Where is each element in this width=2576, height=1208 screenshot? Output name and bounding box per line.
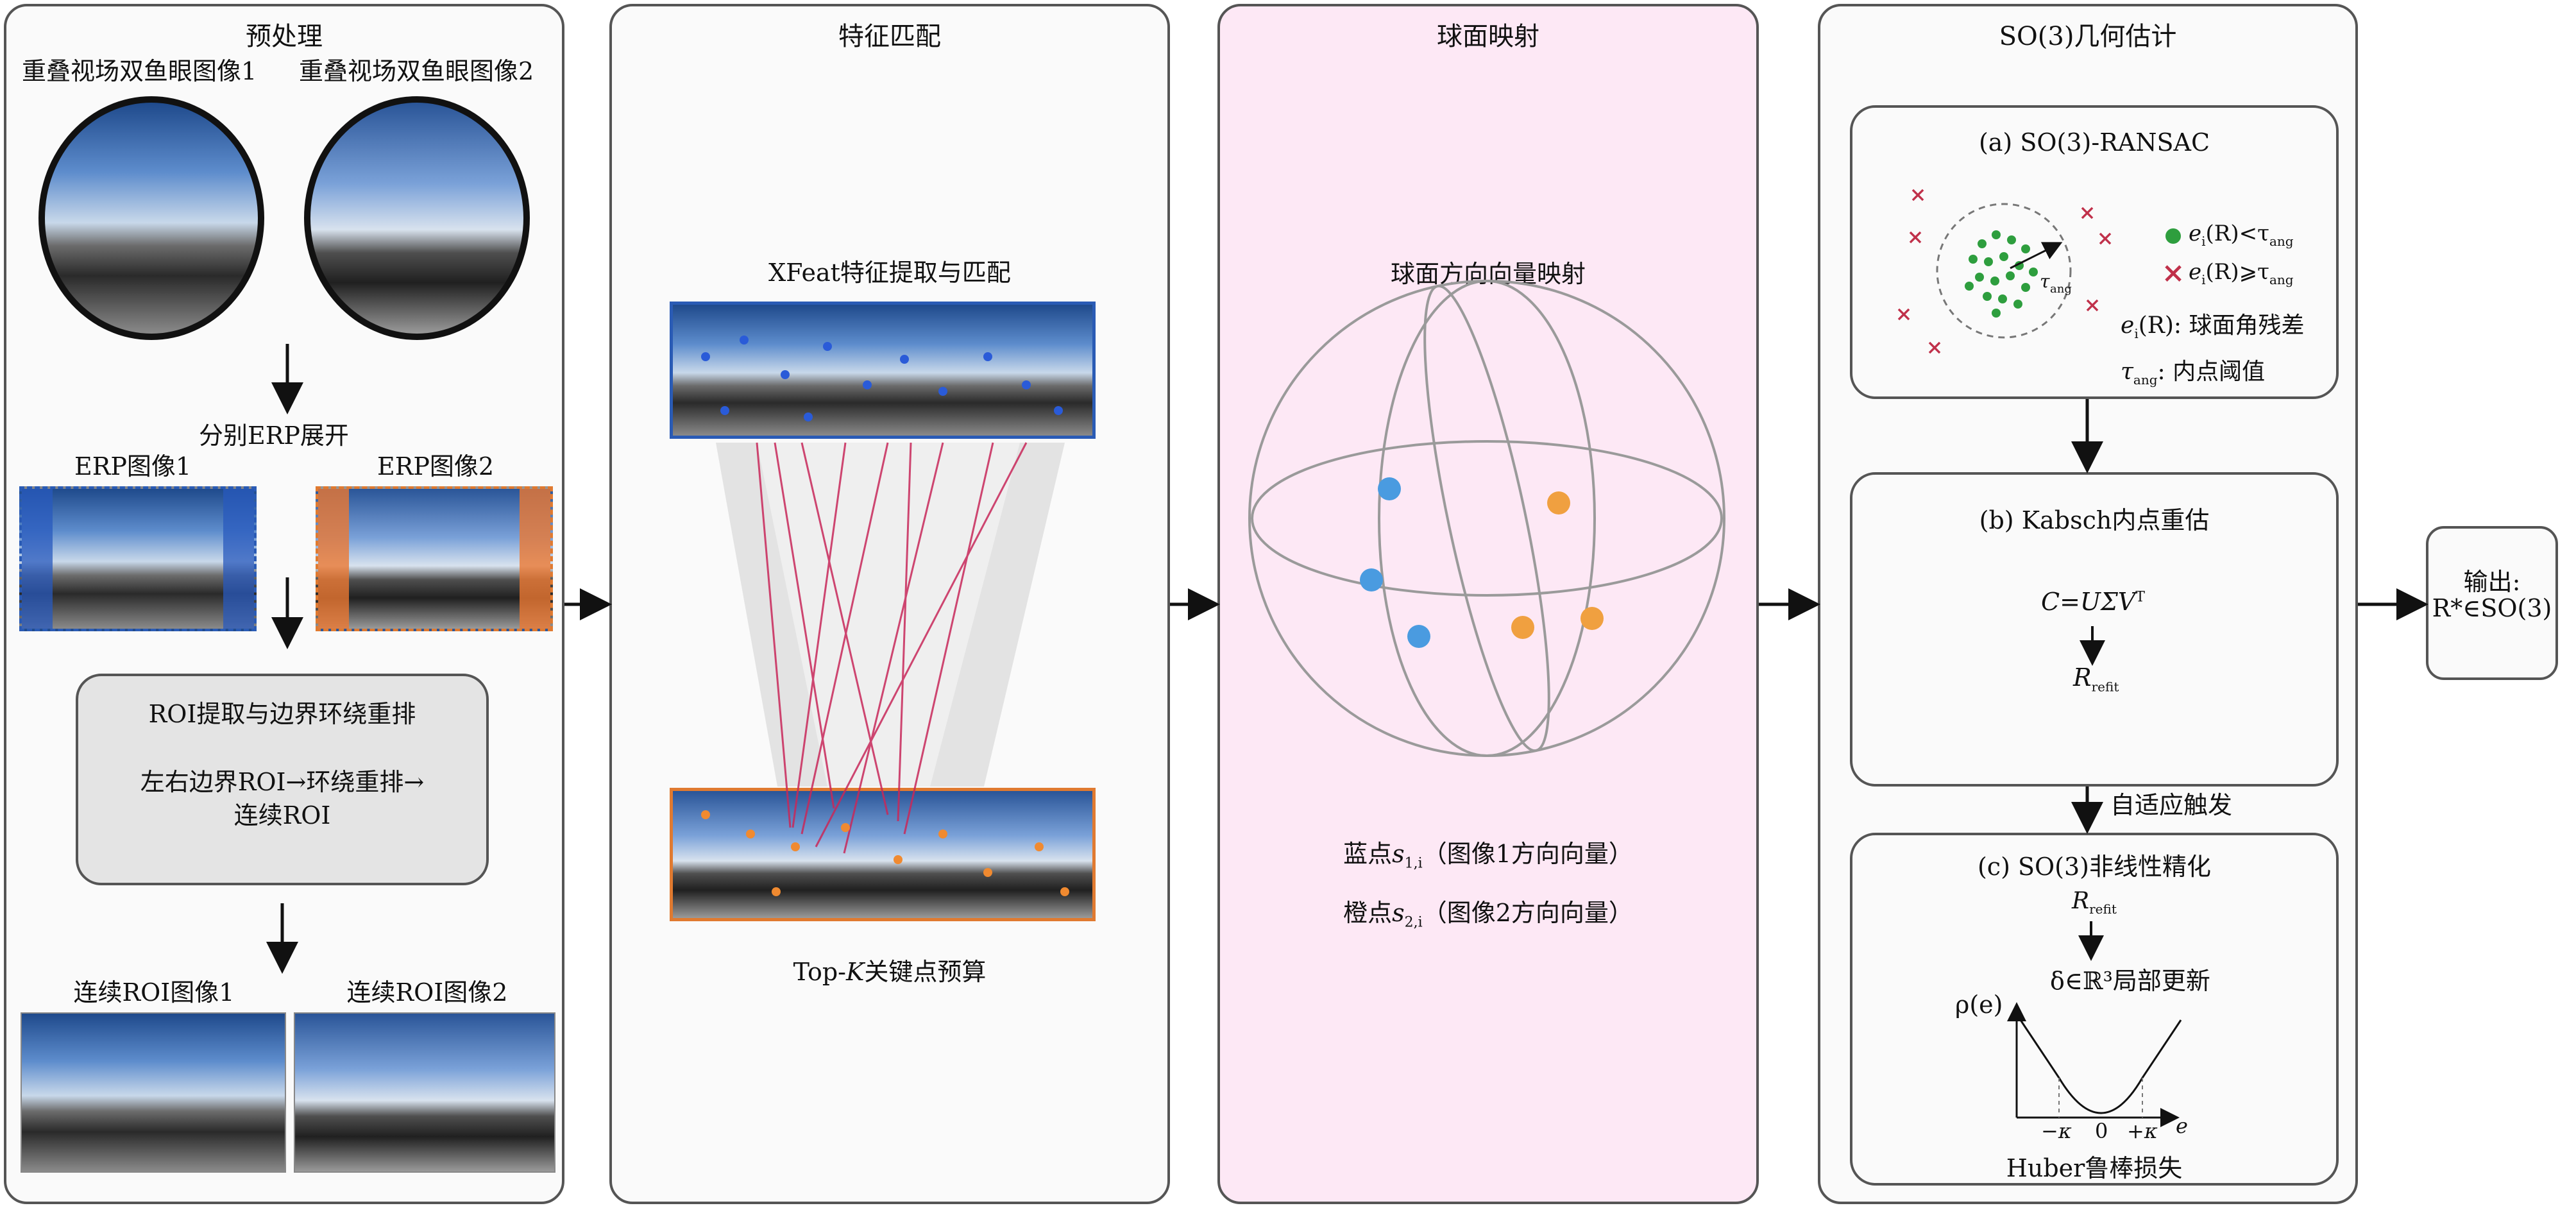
orange-point-caption: 橙点s2,i（图像2方向向量） (1217, 893, 1759, 931)
fisheye1-label: 重叠视场双鱼眼图像1 (22, 57, 257, 85)
delta-update-label: δ∈ℝ³局部更新 (2050, 967, 2210, 995)
refine-box (1850, 833, 2339, 1186)
refine-title: (c) SO(3)非线性精化 (1977, 853, 2212, 881)
kabsch-title: (b) Kabsch内点重估 (1979, 506, 2210, 534)
sphere-subtitle: 球面方向向量映射 (1390, 260, 1586, 288)
sphere-title: 球面映射 (1437, 22, 1539, 51)
pos-kappa-label: +κ (2127, 1119, 2158, 1143)
e-axis-label: e (2176, 1114, 2188, 1138)
legend-outlier-e: e (2189, 259, 2202, 285)
kabsch-sup: T (2135, 589, 2145, 606)
erp-image-2 (316, 486, 553, 631)
topk-prefix: Top- (793, 958, 847, 986)
legend-outlier-rest: (R)⩾τ (2205, 259, 2269, 285)
kabsch-equation: C=UΣVT (2041, 588, 2145, 616)
kabsch-r-sub: refit (2091, 679, 2119, 695)
legend-inlier-rest: (R)<τ (2205, 221, 2269, 246)
roi2-label: 连续ROI图像2 (346, 978, 508, 1007)
blue-point-caption: 蓝点s1,i（图像1方向向量） (1217, 834, 1759, 872)
roi-box-line1: 左右边界ROI→环绕重排→ (140, 768, 425, 796)
roi-extraction-box (76, 674, 489, 885)
orange-var: s (1392, 899, 1405, 927)
topk-var: K (846, 958, 865, 986)
output-line1: 输出: (2463, 568, 2521, 596)
erp-image-1 (19, 486, 257, 631)
legend-outlier-sub: i (2201, 271, 2206, 287)
neg-kappa-label: −κ (2041, 1119, 2072, 1143)
threshold-sub: ang (2133, 372, 2158, 388)
residual-definition: ei(R): 球面角残差 (2121, 307, 2305, 341)
kabsch-eq: C=UΣV (2041, 588, 2136, 616)
blue-var: s (1392, 840, 1405, 868)
match-image-bottom (670, 788, 1096, 921)
legend-inlier-ang: ang (2269, 233, 2294, 249)
blue-suffix: （图像1方向向量） (1422, 840, 1633, 868)
output-box (2426, 526, 2558, 680)
orange-sub: 2,i (1404, 914, 1423, 931)
topk-label: Top-K关键点预算 (609, 952, 1170, 987)
erp1-label: ERP图像1 (74, 452, 192, 481)
legend-inlier-e: e (2189, 221, 2202, 246)
legend-outlier: ei(R)⩾τang (2189, 259, 2294, 287)
refine-r: R (2072, 888, 2090, 914)
fisheye-image-1 (38, 96, 264, 340)
unfold-label: 分别ERP展开 (199, 421, 349, 450)
huber-label: Huber鲁棒损失 (2006, 1154, 2183, 1182)
preprocess-title: 预处理 (246, 22, 323, 51)
threshold-tau: τ (2121, 359, 2133, 385)
matching-panel: 特征匹配 (609, 4, 1170, 1204)
threshold-definition: τang: 内点阈值 (2121, 353, 2265, 387)
fisheye-image-2 (304, 96, 530, 340)
match-image-top (670, 302, 1096, 439)
roi-box-line2: 连续ROI (233, 801, 331, 829)
ransac-box (1850, 105, 2339, 399)
kabsch-box (1850, 472, 2339, 787)
roi-image-1 (21, 1012, 286, 1173)
legend-inlier-sub: i (2201, 233, 2206, 249)
matching-title: 特征匹配 (838, 22, 941, 51)
erp2-label: ERP图像2 (377, 452, 495, 481)
kabsch-rrefit: Rrefit (2073, 663, 2119, 695)
blue-sub: 1,i (1404, 855, 1423, 872)
residual-sub: i (2134, 326, 2139, 342)
fisheye2-label: 重叠视场双鱼眼图像2 (299, 57, 534, 85)
sphere-panel: 球面映射 (1217, 4, 1759, 1204)
orange-suffix: （图像2方向向量） (1422, 899, 1633, 927)
so3-title: SO(3)几何估计 (1999, 22, 2177, 51)
zero-label: 0 (2095, 1119, 2108, 1143)
output-line2: R*∈SO(3) (2432, 594, 2552, 622)
refine-rrefit: Rrefit (2072, 888, 2117, 917)
roi-box-title: ROI提取与边界环绕重排 (148, 700, 416, 728)
blue-prefix: 蓝点 (1343, 840, 1393, 868)
kabsch-r: R (2073, 663, 2092, 692)
roi-image-2 (294, 1012, 555, 1173)
legend-inlier: ei(R)<τang (2189, 221, 2294, 249)
orange-prefix: 橙点 (1343, 899, 1393, 927)
residual-e: e (2121, 312, 2135, 339)
topk-suffix: 关键点预算 (864, 958, 987, 986)
adaptive-trigger-label: 自适应触发 (2110, 791, 2233, 819)
legend-outlier-ang: ang (2269, 271, 2294, 287)
refine-r-sub: refit (2089, 901, 2117, 917)
residual-text: (R): 球面角残差 (2138, 312, 2305, 339)
xfeat-label: XFeat特征提取与匹配 (768, 259, 1011, 287)
roi1-label: 连续ROI图像1 (73, 978, 235, 1007)
threshold-text: : 内点阈值 (2157, 359, 2266, 385)
ransac-title: (a) SO(3)-RANSAC (1978, 128, 2210, 157)
rho-label: ρ(e) (1955, 991, 2003, 1019)
